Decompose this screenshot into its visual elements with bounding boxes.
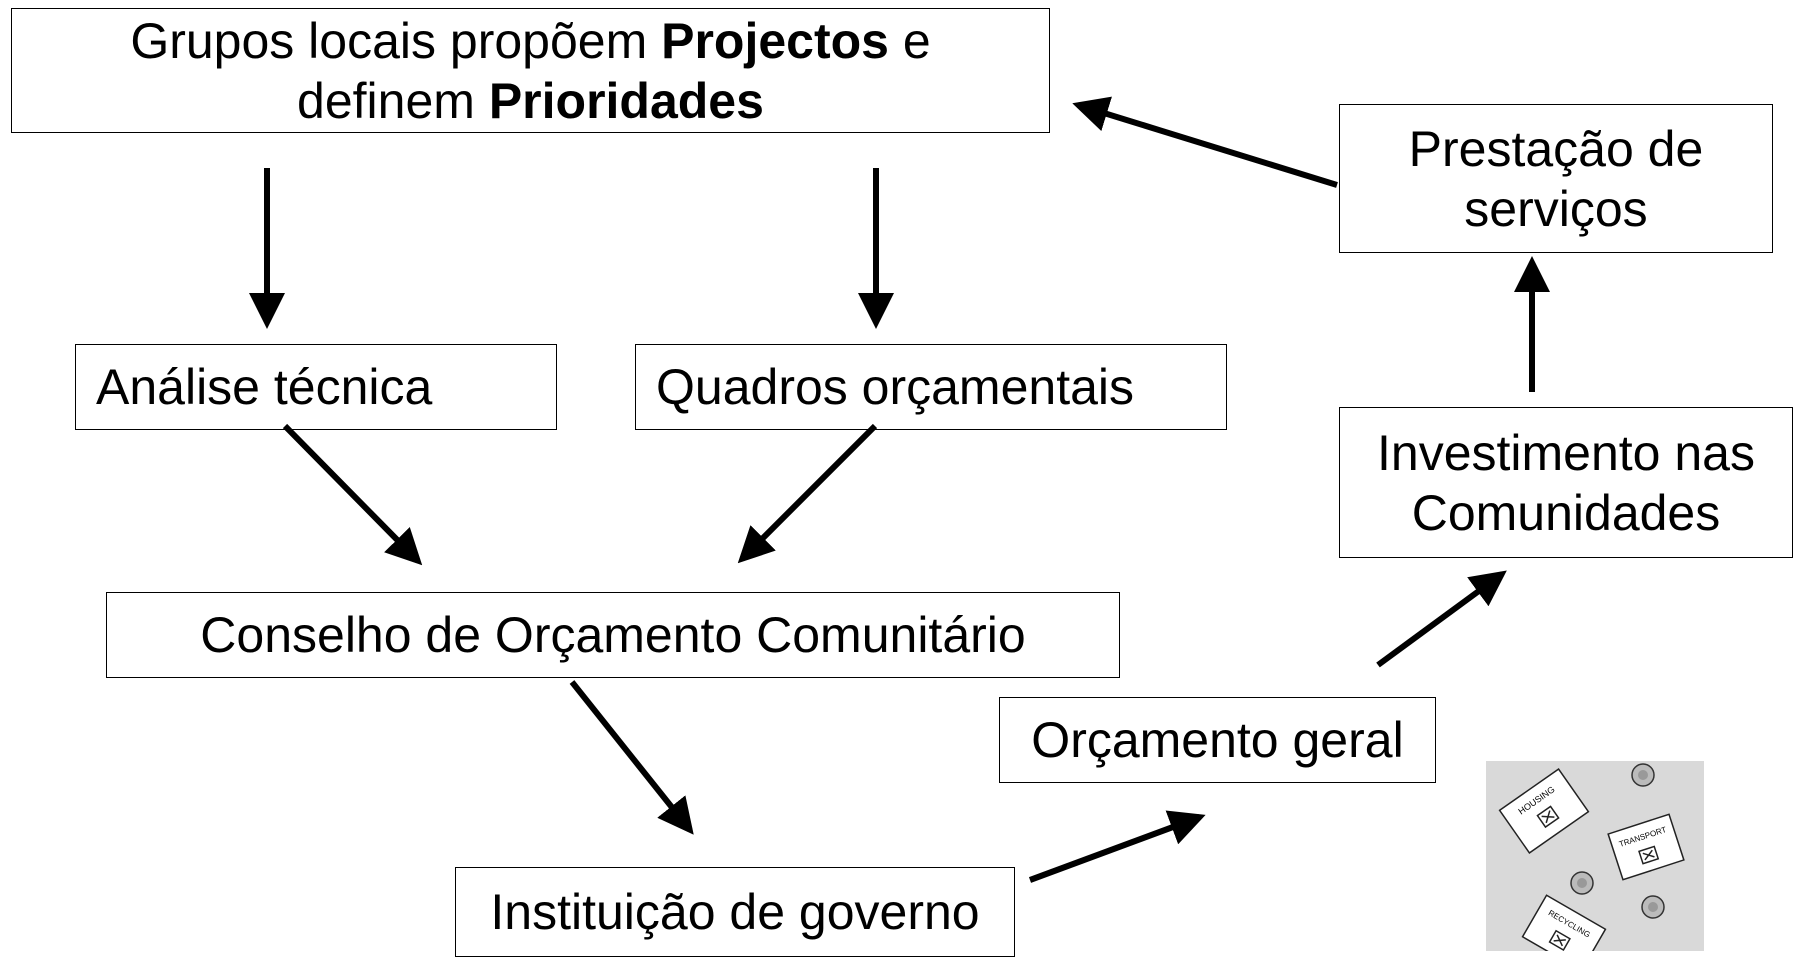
- coin-icon: [1641, 895, 1665, 919]
- arrow-analysis-to-council: [282, 423, 423, 566]
- arrow-council-to-institution: [569, 680, 694, 835]
- line2-text: definem: [297, 72, 489, 129]
- general-budget-label: Orçamento geral: [1031, 712, 1404, 768]
- transport-card-icon: TRANSPORT: [1607, 813, 1685, 881]
- community-investment-line1: Investimento nas: [1377, 424, 1755, 481]
- budget-frameworks-label: Quadros orçamentais: [656, 359, 1135, 415]
- coin-icon: [1570, 871, 1594, 895]
- line1-suffix: e: [888, 12, 931, 69]
- service-delivery-line2: serviços: [1464, 180, 1648, 237]
- priorities-bold: Prioridades: [488, 72, 764, 129]
- local-groups-line1: Grupos locais propõem Projectos e: [130, 11, 930, 71]
- recycling-card-icon: RECYCLING: [1521, 894, 1607, 951]
- budget-frameworks-box: Quadros orçamentais: [635, 344, 1227, 430]
- community-investment-box: Investimento nas Comunidades: [1339, 407, 1793, 558]
- arrow-services-to-top: [1072, 96, 1338, 188]
- arrow-budget-to-investment: [1376, 570, 1507, 668]
- local-groups-box: Grupos locais propõem Projectos e define…: [11, 8, 1050, 133]
- community-investment-line2: Comunidades: [1411, 484, 1721, 541]
- line1-text: Grupos locais propõem: [130, 12, 662, 69]
- technical-analysis-label: Análise técnica: [96, 359, 433, 415]
- voting-cards-illustration: HOUSING TRANSPORT RECYCLING: [1486, 761, 1704, 951]
- service-delivery-box: Prestação de serviços: [1339, 104, 1773, 253]
- government-institution-box: Instituição de governo: [455, 867, 1015, 957]
- community-budget-council-label: Conselho de Orçamento Comunitário: [200, 607, 1026, 663]
- technical-analysis-box: Análise técnica: [75, 344, 557, 430]
- community-budget-council-box: Conselho de Orçamento Comunitário: [106, 592, 1120, 678]
- arrow-institution-to-budget: [1028, 810, 1206, 883]
- local-groups-line2: definem Prioridades: [130, 71, 930, 131]
- service-delivery-line1: Prestação de: [1408, 120, 1704, 177]
- arrow-frameworks-to-council: [737, 423, 878, 564]
- coin-icon: [1631, 763, 1655, 787]
- government-institution-label: Instituição de governo: [490, 884, 980, 940]
- projects-bold: Projectos: [661, 12, 889, 69]
- general-budget-box: Orçamento geral: [999, 697, 1436, 783]
